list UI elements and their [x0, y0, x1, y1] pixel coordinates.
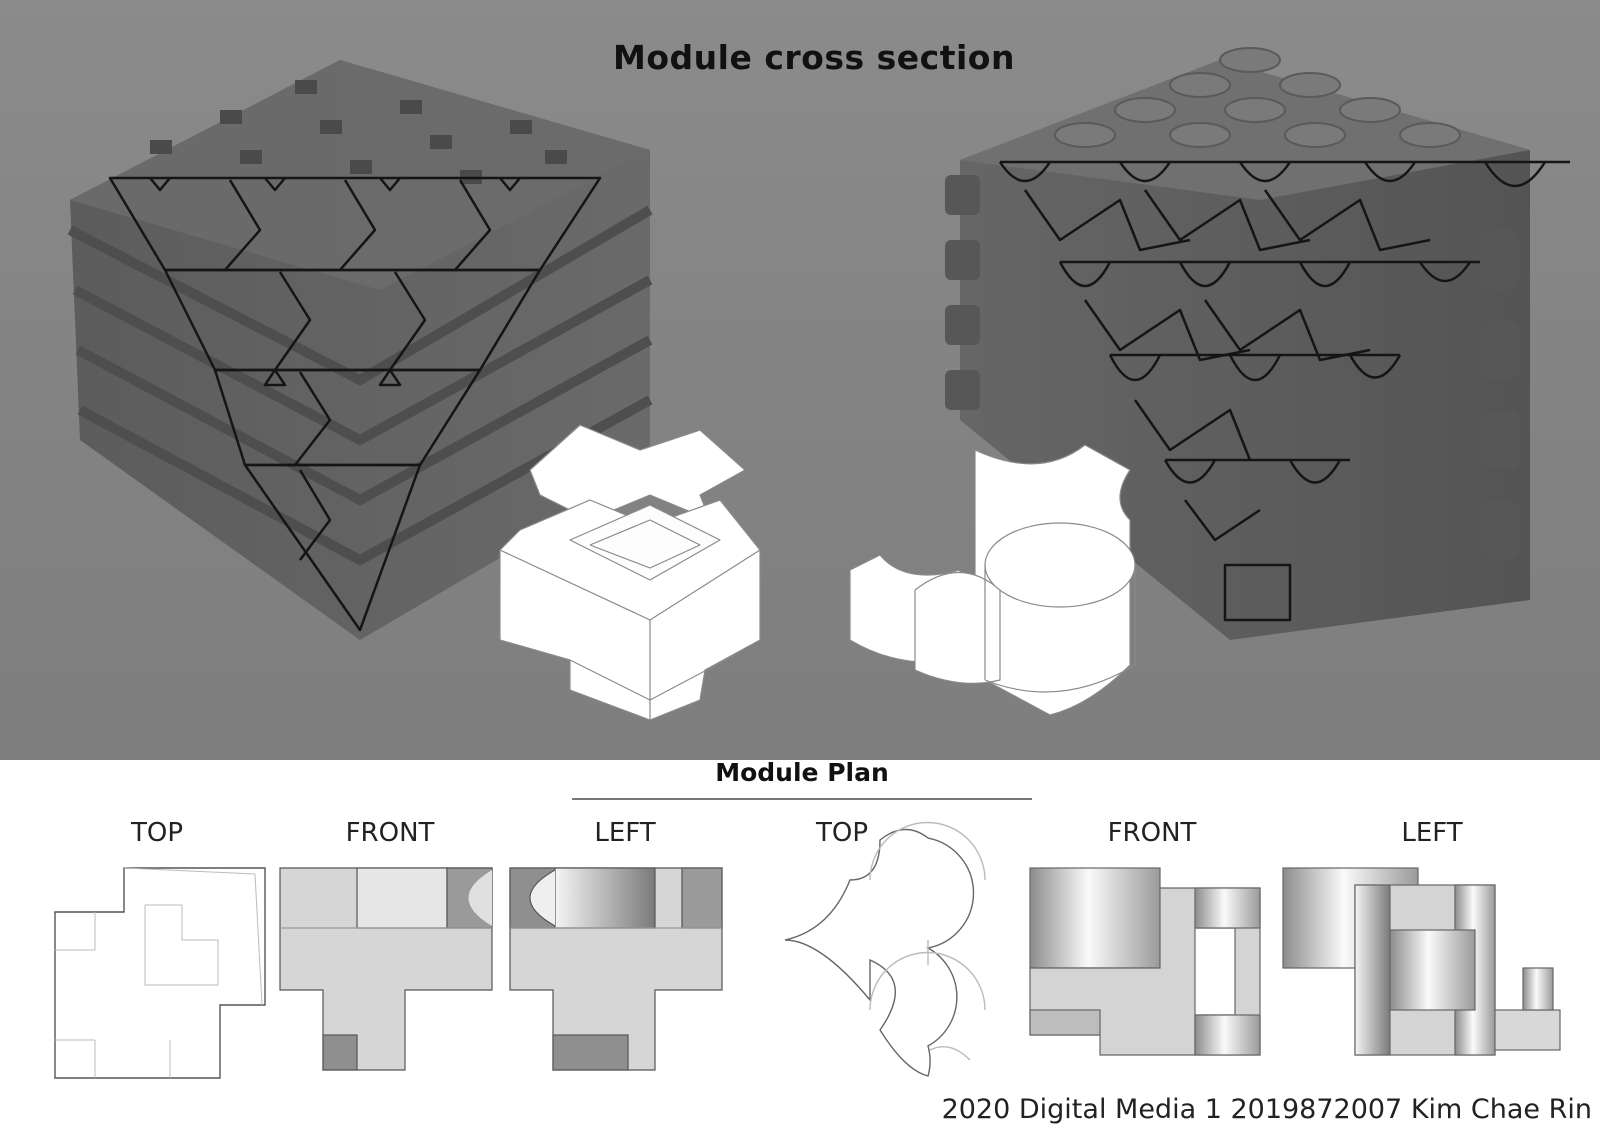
triangle-module-isometric	[499, 424, 761, 721]
plan-front-circle	[1029, 867, 1261, 1056]
plan-title: Module Plan	[715, 758, 889, 787]
plan-title-underline	[572, 798, 1032, 800]
credit-line: 2020 Digital Media 1 2019872007 Kim Chae…	[941, 1094, 1592, 1125]
plan-left-triangle	[509, 867, 723, 1071]
plan-front-triangle	[279, 867, 493, 1071]
section-title: Module cross section	[613, 38, 1015, 77]
view-label-top-right: TOP	[815, 818, 869, 848]
render-drawing	[67, 47, 1570, 721]
cross-section-render: Module cross section	[0, 0, 1600, 760]
circle-module-isometric	[849, 444, 1136, 716]
left-cube	[67, 60, 653, 640]
plan-left-circle	[1282, 867, 1561, 1056]
plan-top-triangle	[54, 867, 266, 1079]
view-label-left-left: LEFT	[594, 818, 656, 848]
view-label-front-right: FRONT	[1107, 818, 1197, 848]
plan-top-circle	[784, 821, 986, 1077]
view-label-left-right: LEFT	[1401, 818, 1463, 848]
view-label-top-left: TOP	[130, 818, 184, 848]
view-label-front-left: FRONT	[345, 818, 435, 848]
